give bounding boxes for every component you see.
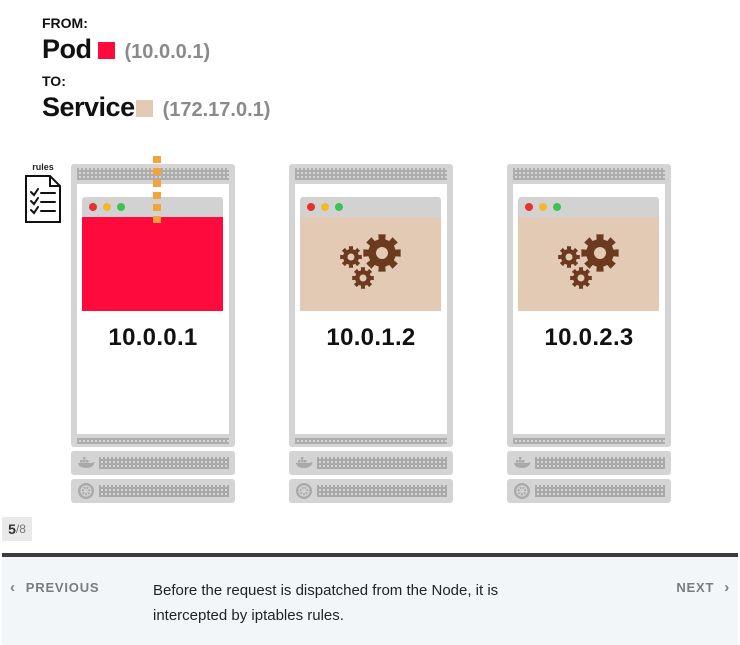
- maximize-dot-icon: [335, 203, 343, 211]
- app-window: [82, 197, 223, 311]
- node-ip-label: 10.0.0.1: [108, 324, 198, 351]
- node-ip-label: 10.0.2.3: [544, 324, 634, 351]
- to-ip: (172.17.0.1): [162, 99, 271, 121]
- vent-grille: [77, 438, 229, 444]
- node-ip-label: 10.0.1.2: [326, 324, 416, 351]
- kubernetes-bay: [507, 479, 671, 503]
- app-window: [300, 197, 441, 311]
- vent-grille: [295, 438, 447, 444]
- node-chassis: 10.0.1.2: [289, 164, 453, 447]
- next-label: NEXT: [676, 580, 715, 595]
- node-server: 10.0.0.1: [71, 164, 235, 504]
- service-block: [518, 217, 659, 311]
- service-color-swatch: [135, 100, 153, 117]
- window-titlebar: [300, 197, 441, 217]
- gears-graphic: [338, 233, 404, 298]
- docker-whale-icon: [296, 457, 313, 468]
- pod-color-swatch: [97, 42, 115, 59]
- kubernetes-wheel-icon: [514, 483, 530, 499]
- window-titlebar: [518, 197, 659, 217]
- gears-icon: [340, 234, 401, 289]
- kubernetes-wheel-icon: [78, 483, 94, 499]
- slide-caption: Before the request is dispatched from th…: [153, 582, 499, 624]
- vent-grille: [317, 457, 447, 469]
- vent-grille: [513, 438, 665, 444]
- chevron-right-icon: ›: [724, 579, 730, 596]
- pod-block: [82, 217, 223, 311]
- from-name: Pod: [42, 34, 92, 64]
- packet-dash: [153, 216, 161, 223]
- node-server: 10.0.2.3: [507, 164, 671, 504]
- previous-button[interactable]: ‹ PREVIOUS: [10, 579, 99, 596]
- packet-dash: [153, 168, 161, 175]
- vent-grille: [99, 485, 229, 497]
- close-dot-icon: [89, 203, 97, 211]
- node-screen: 10.0.0.1: [77, 184, 229, 434]
- minimize-dot-icon: [321, 203, 329, 211]
- kubernetes-bay: [289, 479, 453, 503]
- docker-whale-icon: [78, 457, 95, 468]
- packet-dash: [153, 156, 161, 163]
- previous-label: PREVIOUS: [25, 580, 100, 595]
- to-row: Service (172.17.0.1): [42, 92, 270, 123]
- packet-dash: [153, 180, 161, 187]
- window-titlebar: [82, 197, 223, 217]
- gears-graphic: [556, 233, 622, 298]
- packet-dash: [153, 204, 161, 211]
- minimize-dot-icon: [539, 203, 547, 211]
- docker-bay: [289, 451, 453, 475]
- vent-grille: [317, 485, 447, 497]
- docker-bay: [507, 451, 671, 475]
- footer-panel: ‹ PREVIOUS Before the request is dispatc…: [2, 553, 738, 645]
- docker-bay: [71, 451, 235, 475]
- vent-grille: [535, 485, 665, 497]
- from-label: FROM:: [42, 15, 88, 31]
- from-row: Pod (10.0.0.1): [42, 34, 210, 65]
- next-button[interactable]: NEXT ›: [676, 579, 730, 596]
- service-block: [300, 217, 441, 311]
- slide-total: /8: [15, 522, 26, 536]
- close-dot-icon: [307, 203, 315, 211]
- node-chassis: 10.0.0.1: [71, 164, 235, 447]
- to-name: Service: [42, 92, 135, 122]
- node-screen: 10.0.1.2: [295, 184, 447, 434]
- gears-icon: [558, 234, 619, 289]
- maximize-dot-icon: [117, 203, 125, 211]
- packet-dash: [153, 192, 161, 199]
- checklist-document-icon: [25, 175, 61, 223]
- rules-label: rules: [32, 162, 54, 172]
- vent-grille: [535, 457, 665, 469]
- maximize-dot-icon: [553, 203, 561, 211]
- from-ip: (10.0.0.1): [124, 41, 211, 63]
- close-dot-icon: [525, 203, 533, 211]
- iptables-rules: rules: [22, 162, 64, 229]
- slide-counter: 5/8: [2, 517, 32, 541]
- node-chassis: 10.0.2.3: [507, 164, 671, 447]
- node-screen: 10.0.2.3: [513, 184, 665, 434]
- chevron-left-icon: ‹: [10, 579, 16, 596]
- node-server: 10.0.1.2: [289, 164, 453, 504]
- minimize-dot-icon: [103, 203, 111, 211]
- vent-grille: [295, 168, 447, 180]
- kubernetes-bay: [71, 479, 235, 503]
- app-window: [518, 197, 659, 311]
- vent-grille: [99, 457, 229, 469]
- to-label: TO:: [42, 73, 66, 89]
- docker-whale-icon: [514, 457, 531, 468]
- slide-current: 5: [8, 521, 16, 537]
- packet-path: [153, 156, 161, 223]
- kubernetes-wheel-icon: [296, 483, 312, 499]
- vent-grille: [513, 168, 665, 180]
